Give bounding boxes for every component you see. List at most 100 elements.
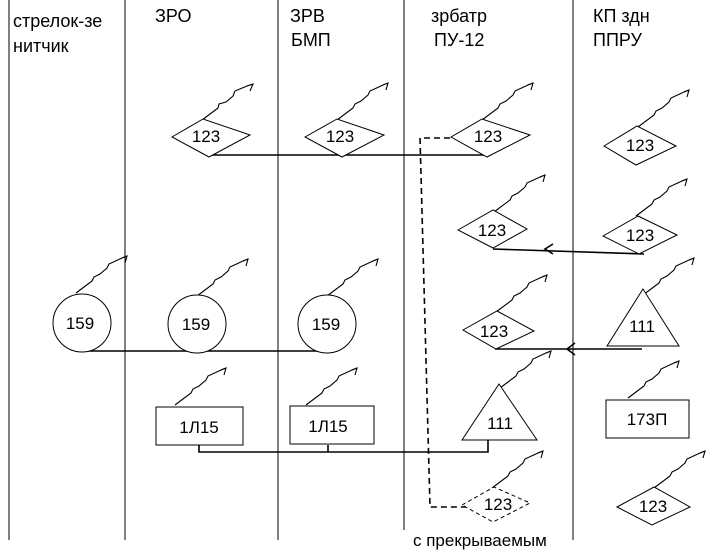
node-label: 123	[484, 495, 512, 514]
antenna-icon	[481, 82, 534, 121]
diamond-shape	[615, 486, 692, 526]
antenna-icon	[201, 83, 254, 121]
node-zro-radio-123: 123	[170, 83, 254, 158]
column-dividers	[8, 0, 574, 540]
link-line-mid-row	[492, 248, 645, 255]
rect-shape	[155, 406, 244, 446]
node-label: 123	[639, 497, 667, 516]
antenna-icon	[75, 255, 128, 294]
antenna-icon	[527, 82, 534, 91]
diamond-shape	[449, 118, 532, 158]
antenna-icon	[220, 367, 227, 376]
node-kp-radio-111: 111	[606, 257, 695, 347]
node-zro-radio-159: 159	[167, 258, 249, 354]
antenna-icon	[491, 450, 544, 489]
column-header: ЗРО	[155, 6, 191, 26]
column-header: зрбатр	[431, 6, 487, 26]
node-zrv-radio-123: 123	[303, 82, 389, 158]
node-label: 1Л15	[179, 418, 219, 437]
node-zrv-radio-159: 159	[297, 258, 379, 354]
column-header: ПУ-12	[434, 30, 484, 50]
antenna-icon	[336, 82, 389, 121]
antenna-icon	[382, 82, 389, 91]
connections	[82, 137, 645, 508]
node-kp-radio-173p: 173П	[605, 360, 690, 439]
circle-shape	[297, 294, 357, 354]
node-label: 123	[192, 127, 220, 146]
triangle-shape	[606, 288, 680, 347]
node-label: 123	[626, 136, 654, 155]
antenna-icon	[545, 350, 552, 359]
antenna-icon	[493, 174, 546, 213]
node-label: 1Л15	[308, 417, 348, 436]
node-label: 173П	[627, 410, 668, 429]
column-headers: стрелок-зе нитчик ЗРО ЗРВ БМП зрбатр ПУ-…	[13, 6, 650, 56]
antenna-icon	[699, 450, 706, 459]
node-zrbatr-radio-123-mid: 123	[456, 174, 546, 249]
link-line-1l15-row	[198, 440, 489, 453]
link-line-dashed-bypass	[419, 137, 478, 508]
diamond-shape	[303, 118, 386, 158]
antenna-icon	[683, 89, 690, 98]
rect-shape	[289, 405, 375, 445]
node-label: 159	[66, 314, 94, 333]
rect-shape	[605, 399, 690, 439]
node-zrv-radio-1l15: 1Л15	[289, 367, 375, 445]
antenna-icon	[196, 258, 249, 297]
antenna-icon	[121, 255, 128, 264]
antenna-icon	[681, 178, 688, 187]
antenna-icon	[305, 367, 358, 406]
node-kp-radio-123-bottom: 123	[615, 450, 706, 526]
node-label: 123	[480, 322, 508, 341]
diamond-shape	[603, 125, 678, 166]
diamond-shape	[456, 209, 529, 249]
column-header: КП здн	[593, 6, 650, 26]
node-label: 123	[626, 226, 654, 245]
antenna-icon	[351, 367, 358, 376]
column-header: ЗРВ	[290, 6, 325, 26]
node-kp-radio-123-mid: 123	[601, 178, 688, 255]
column-header: ППРУ	[593, 30, 642, 50]
node-zrbatr-radio-123-low: 123	[461, 274, 548, 350]
antenna-icon	[627, 360, 680, 399]
node-label: 111	[487, 414, 513, 433]
antenna-icon	[372, 258, 379, 267]
column-header: нитчик	[13, 36, 69, 56]
diamond-shape	[461, 310, 536, 350]
antenna-icon	[495, 274, 548, 313]
antenna-icon	[673, 360, 680, 369]
antenna-icon	[539, 174, 546, 183]
node-kp-radio-123-top: 123	[603, 89, 690, 166]
triangle-shape	[461, 383, 538, 441]
antenna-icon	[242, 258, 249, 267]
diamond-shape	[601, 215, 679, 255]
antenna-icon	[688, 257, 695, 266]
node-strelok-radio-159: 159	[52, 255, 128, 353]
antenna-icon	[541, 274, 548, 283]
circle-shape	[167, 294, 227, 354]
diamond-shape	[170, 118, 252, 158]
node-label: 123	[474, 127, 502, 146]
antenna-icon	[326, 258, 379, 297]
antenna-icon	[642, 257, 695, 296]
antenna-icon	[653, 450, 706, 489]
node-label: 159	[182, 315, 210, 334]
antenna-icon	[174, 367, 227, 406]
antenna-icon	[537, 450, 544, 459]
arrow-head	[543, 243, 554, 255]
arrow-head	[565, 342, 576, 356]
node-zrbatr-radio-123-top: 123	[449, 82, 534, 158]
footer-note: с прекрываемым	[413, 531, 547, 550]
circle-shape	[52, 293, 112, 353]
node-zrbatr-radio-111: 111	[461, 350, 552, 441]
column-header: стрелок-зе	[13, 11, 102, 31]
antenna-icon	[637, 89, 690, 128]
antenna-icon	[246, 83, 254, 92]
antenna-icon	[635, 178, 688, 217]
node-label: 159	[312, 315, 340, 334]
node-label: 123	[326, 127, 354, 146]
column-header: БМП	[291, 30, 331, 50]
node-zrbatr-radio-123-dashed: 123	[460, 450, 544, 523]
node-zro-radio-1l15: 1Л15	[155, 367, 244, 446]
